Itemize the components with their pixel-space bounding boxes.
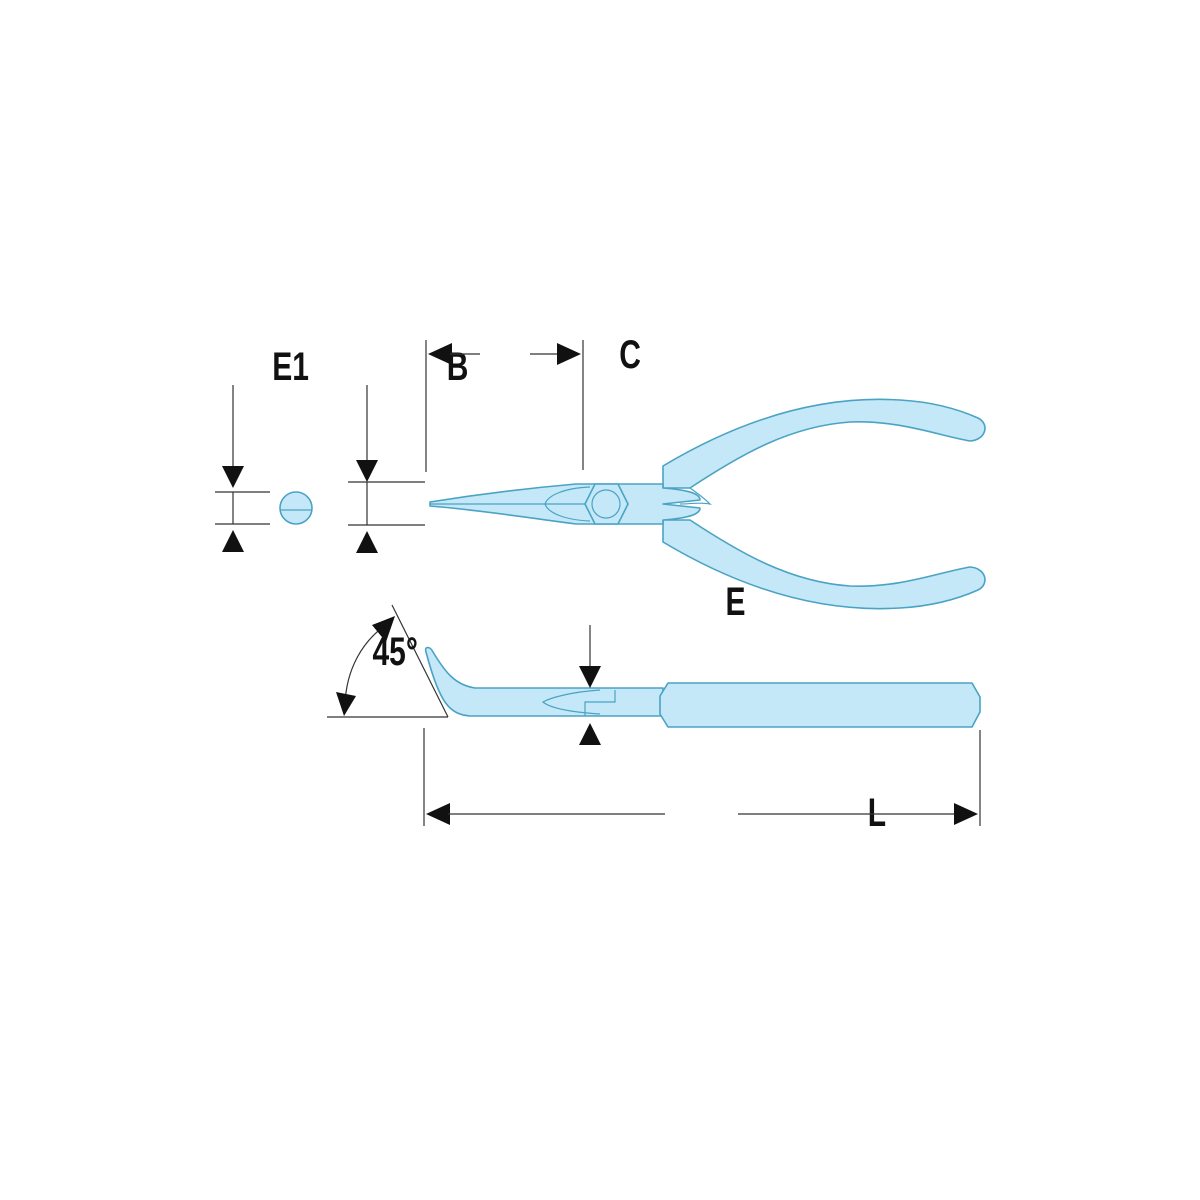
pliers-top-view	[429, 398, 986, 610]
lower-handle	[662, 519, 986, 610]
label-e: E	[726, 580, 746, 624]
upper-handle	[662, 398, 986, 489]
dimension-e1: E1	[215, 345, 309, 552]
dimension-l: L	[423, 728, 981, 835]
bent-jaw	[424, 646, 664, 717]
label-b: B	[447, 345, 469, 389]
dimension-c: C	[425, 333, 641, 472]
label-l: L	[868, 791, 886, 835]
label-angle: 45°	[373, 630, 418, 674]
side-handle	[659, 682, 981, 728]
pliers-side-view	[424, 646, 981, 728]
pivot-rivet	[591, 489, 621, 519]
dimension-e: E	[579, 580, 746, 745]
tip-cross-section	[279, 491, 313, 525]
label-e1: E1	[272, 345, 309, 389]
dimension-b: B	[348, 345, 468, 553]
dimension-angle: 45°	[327, 604, 449, 718]
label-c: C	[619, 333, 641, 377]
